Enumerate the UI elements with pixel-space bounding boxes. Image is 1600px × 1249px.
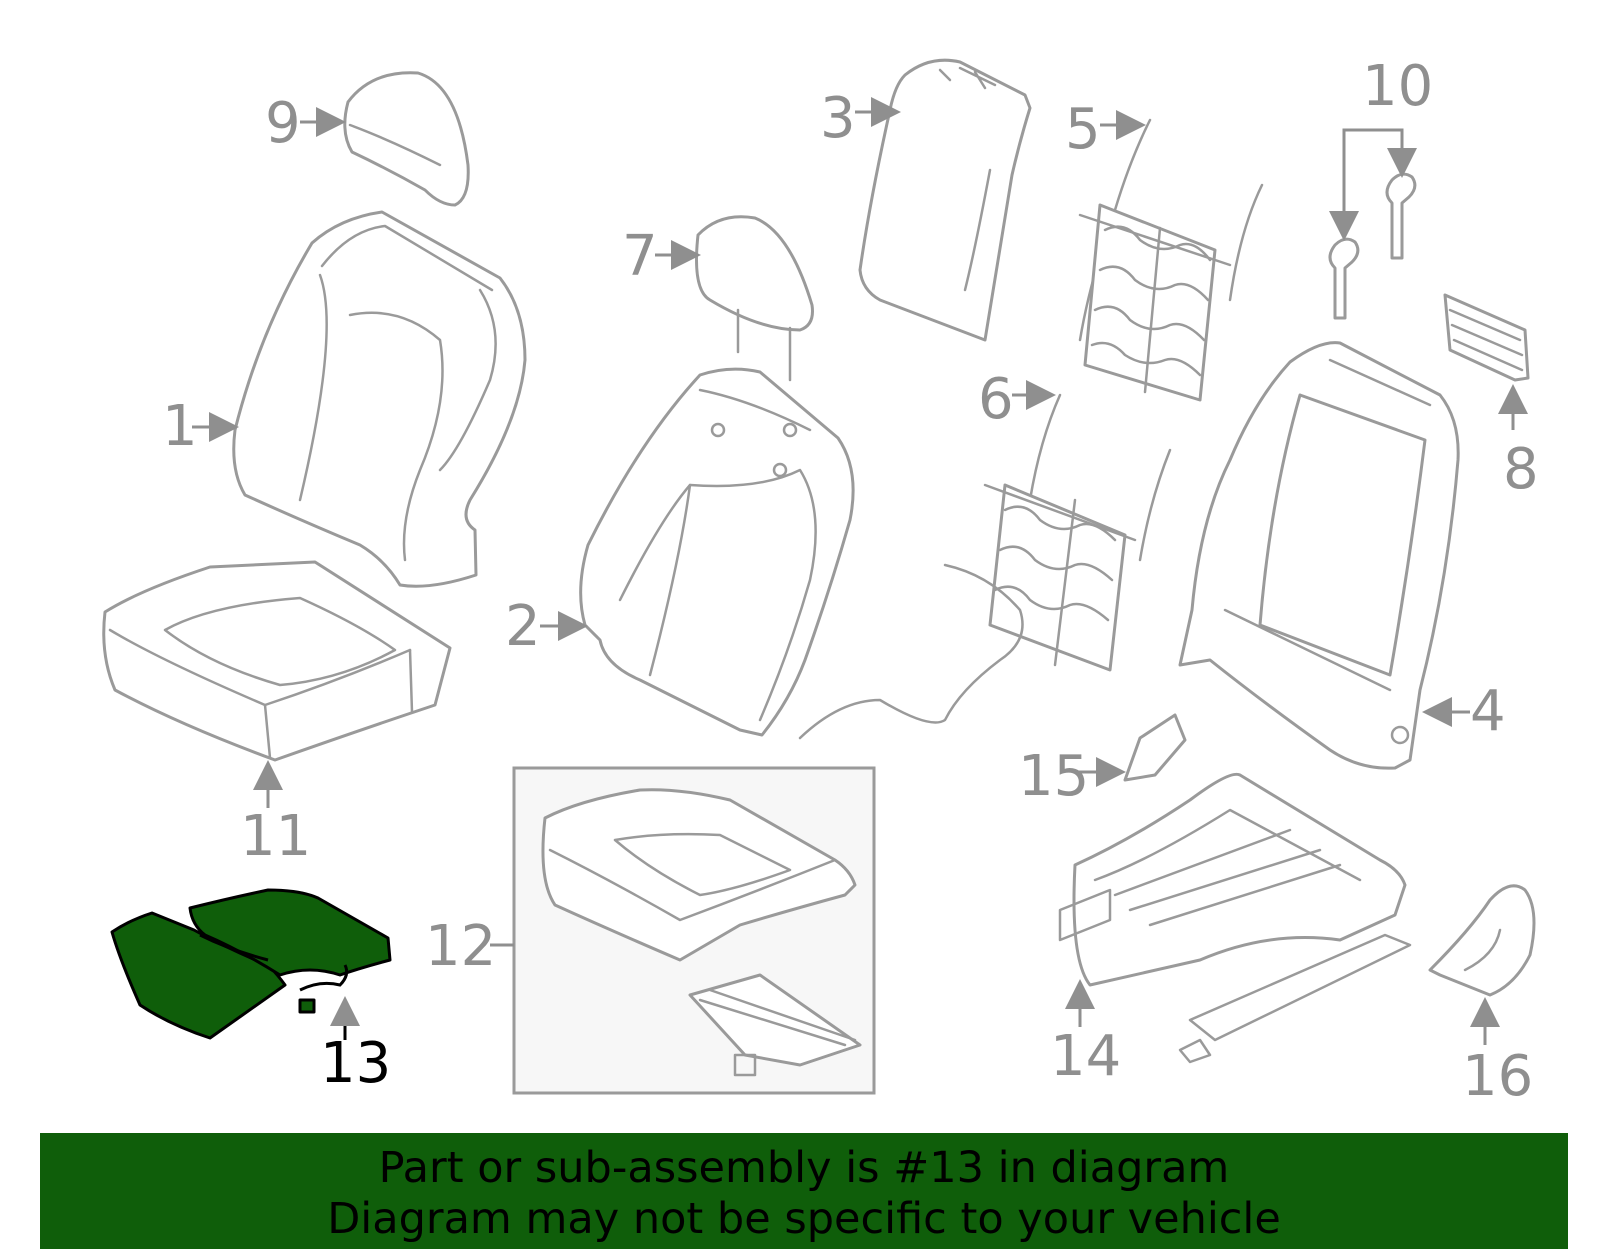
label-15: 15	[1018, 744, 1089, 809]
part-10-bolts	[1328, 172, 1417, 320]
label-2: 2	[505, 594, 541, 659]
part-6-lumbar-cable	[798, 393, 1172, 740]
label-6: 6	[978, 367, 1014, 432]
label-9: 9	[265, 91, 301, 156]
part-14-seat-track	[1058, 772, 1412, 1064]
banner-line-1: Part or sub-assembly is #13 in diagram	[378, 1143, 1230, 1193]
label-7: 7	[622, 224, 658, 289]
part-11-cushion-cover	[102, 560, 452, 762]
label-4: 4	[1470, 679, 1506, 744]
label-5: 5	[1065, 97, 1101, 162]
part-2-seat-back-pad	[579, 367, 855, 737]
label-13: 13	[320, 1031, 391, 1096]
label-12: 12	[425, 914, 496, 979]
banner-line-2: Diagram may not be specific to your vehi…	[327, 1194, 1281, 1244]
label-1: 1	[162, 394, 198, 459]
label-16: 16	[1462, 1044, 1533, 1109]
label-8: 8	[1503, 437, 1539, 502]
label-14: 14	[1050, 1024, 1121, 1089]
part-3-back-board	[858, 58, 1032, 342]
part-5-spring-mat	[1078, 118, 1264, 402]
part-13-seat-heater	[110, 888, 392, 1040]
part-15-trim	[1123, 713, 1187, 782]
part-1-seat-back-cover	[232, 210, 527, 588]
part-12-cushion-assembly-box	[512, 766, 876, 1095]
part-9-headrest	[343, 71, 470, 207]
info-banner: Part or sub-assembly is #13 in diagram D…	[40, 1133, 1568, 1249]
part-16-side-shield	[1428, 884, 1536, 997]
part-8-clip	[1443, 293, 1530, 382]
part-4-back-frame	[1178, 341, 1460, 770]
label-10: 10	[1362, 54, 1433, 119]
label-3: 3	[820, 86, 856, 151]
part-7-headrest	[695, 215, 814, 382]
label-11: 11	[240, 804, 311, 869]
